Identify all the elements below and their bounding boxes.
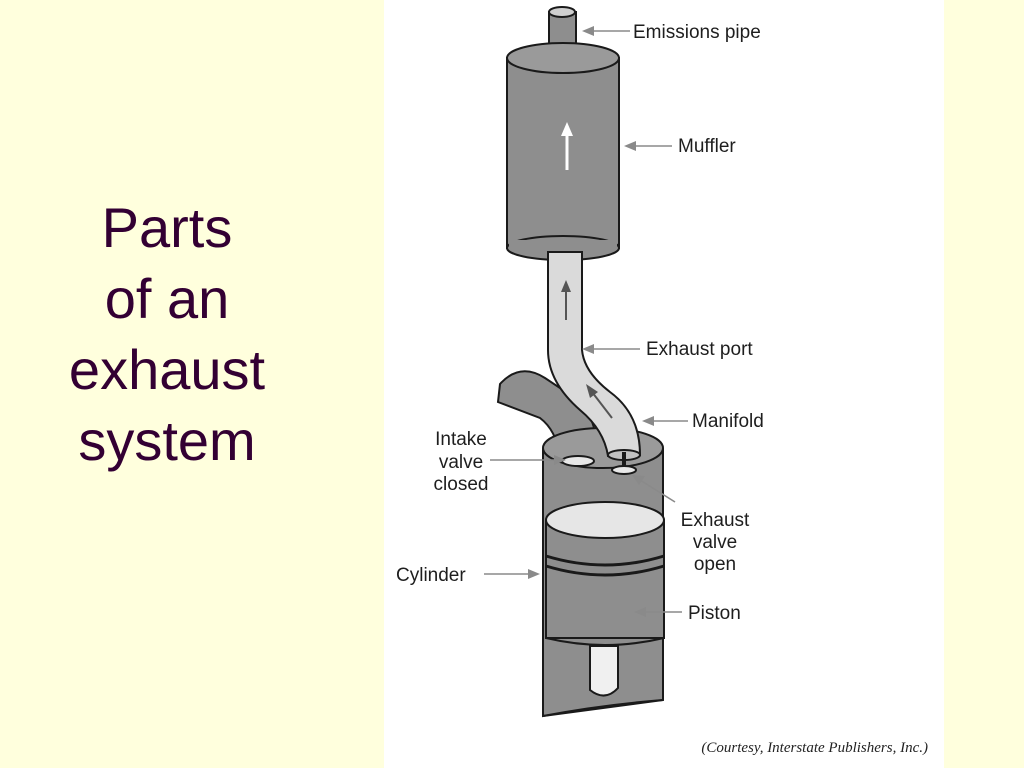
title-line: Parts: [101, 196, 233, 259]
label-cylinder: Cylinder: [396, 565, 466, 586]
title-line: exhaust: [68, 338, 266, 401]
intake-valve: [561, 455, 595, 467]
title-line: system: [78, 409, 256, 472]
piston: [545, 501, 665, 697]
label-exhaust-port: Exhaust port: [646, 339, 753, 360]
label-exhaust-valve-line: Exhaust: [681, 510, 750, 531]
label-intake-valve-line: closed: [434, 474, 489, 495]
leader-lines: [484, 26, 688, 617]
label-manifold: Manifold: [692, 411, 764, 432]
image-credit: (Courtesy, Interstate Publishers, Inc.): [701, 740, 928, 756]
label-muffler: Muffler: [678, 136, 736, 157]
label-intake-valve-line: valve: [439, 452, 483, 473]
label-piston: Piston: [688, 603, 741, 624]
diagram-panel: Emissions pipe Muffler Exhaust port Mani…: [384, 0, 944, 768]
slide-title: Parts of an exhaust system: [40, 192, 294, 476]
title-line: of an: [104, 267, 230, 330]
label-exhaust-valve-line: valve: [693, 532, 737, 553]
label-intake-valve-line: Intake: [435, 429, 487, 450]
label-exhaust-valve-line: open: [694, 554, 736, 575]
exhaust-system-diagram: Emissions pipe Muffler Exhaust port Mani…: [396, 6, 928, 756]
muffler: [506, 42, 620, 261]
label-emissions-pipe: Emissions pipe: [633, 22, 761, 43]
exhaust-valve: [611, 452, 637, 475]
